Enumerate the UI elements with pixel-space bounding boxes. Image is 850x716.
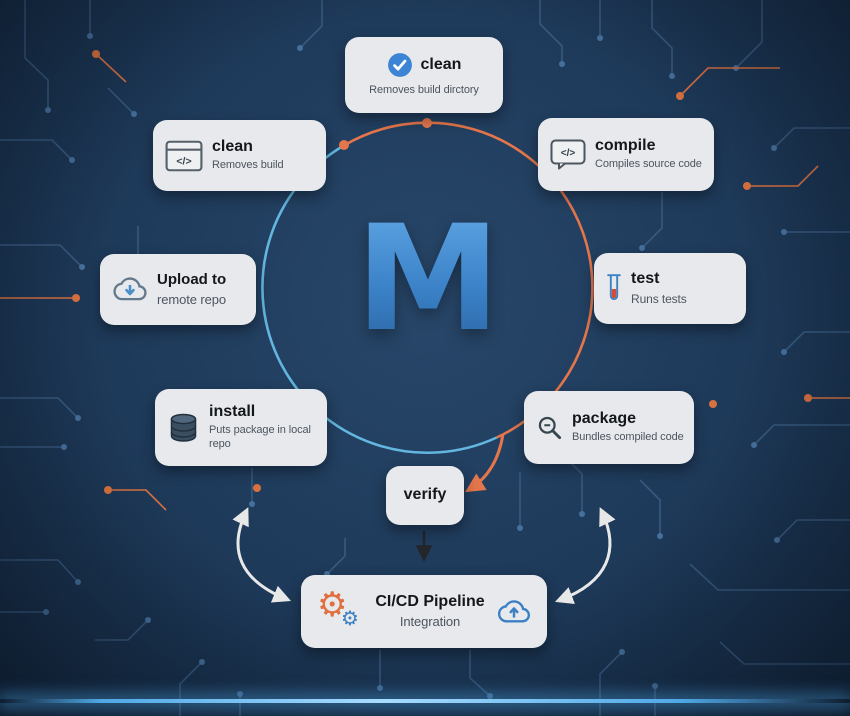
window-code-icon: </>: [165, 140, 203, 172]
node-clean-left: </> clean Removes build: [153, 120, 326, 191]
node-verify: verify: [386, 466, 464, 525]
maven-logo-m: M: [340, 206, 512, 352]
node-subtitle: Removes build dirctory: [369, 84, 479, 97]
arrow-install-cicd: [232, 507, 291, 603]
node-subtitle: Bundles compiled code: [572, 431, 684, 444]
node-clean-top: clean Removes build dirctory: [345, 37, 503, 113]
node-subtitle: Integration: [399, 614, 461, 630]
svg-text:</>: </>: [561, 148, 576, 159]
gear-large-icon: ⚙: [317, 584, 348, 625]
node-test: test Runs tests: [594, 253, 746, 324]
node-title: test: [631, 270, 660, 288]
node-title: install: [209, 403, 256, 421]
code-bubble-icon: </>: [550, 139, 586, 170]
magnifier-icon: [536, 414, 563, 441]
node-install: install Puts package in local repo: [155, 389, 327, 466]
check-circle-icon: [387, 52, 413, 78]
node-upload: Upload to remote repo: [100, 254, 256, 325]
node-subtitle: remote repo: [157, 291, 226, 307]
node-package: package Bundles compiled code: [524, 391, 694, 464]
node-title: clean: [212, 137, 253, 155]
node-compile: </> compile Compiles source code: [538, 118, 714, 191]
node-title: package: [572, 409, 637, 427]
node-subtitle: Runs tests: [631, 291, 687, 306]
node-subtitle: Compiles source code: [595, 158, 702, 171]
database-icon: [167, 413, 200, 443]
node-title: clean: [420, 55, 462, 73]
cloud-download-icon: [112, 276, 148, 303]
node-subtitle: Removes build: [212, 159, 284, 172]
node-title: CI/CD Pipeline: [375, 592, 485, 610]
glow-line: [0, 699, 850, 703]
gear-small-icon: ⚙: [341, 605, 359, 630]
lifecycle-arc-blue: [261, 143, 498, 455]
node-title: compile: [595, 136, 656, 154]
node-subtitle: Puts package in local repo: [209, 424, 311, 451]
cloud-upload-icon: [497, 599, 531, 625]
node-title: Upload to: [157, 271, 227, 289]
arrow-circle-to-verify: [465, 433, 505, 493]
gears-icon: ⚙ ⚙: [317, 588, 363, 632]
svg-text:</>: </>: [176, 155, 191, 167]
arrow-package-cicd: [554, 507, 616, 604]
node-title: verify: [403, 486, 447, 504]
node-cicd: ⚙ ⚙ CI/CD Pipeline Integration: [301, 575, 547, 648]
test-tube-icon: [606, 272, 622, 306]
